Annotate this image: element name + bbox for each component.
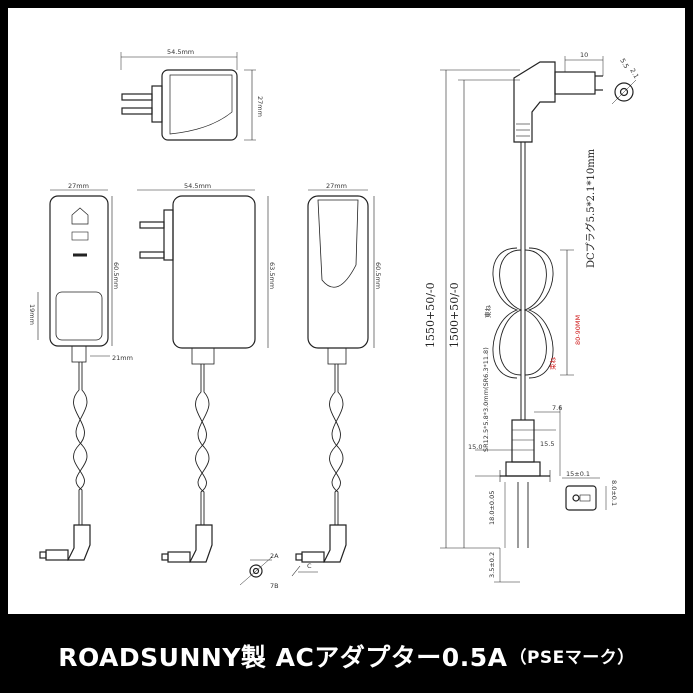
technical-drawing: 54.5mm 27mm 27mm 60.5mm 19mm 21mm 54.5mm…	[28, 48, 640, 590]
terminal-height-label: 8.0±0.1	[610, 480, 618, 506]
dim-15-0-label: 15.0	[468, 443, 482, 451]
loop-note-2: 東ね	[483, 305, 492, 319]
top-height-label: 27mm	[256, 96, 264, 117]
tip-length-label: 10	[580, 51, 588, 59]
plug-dim-c: C	[307, 562, 312, 570]
plug-spec-label: DCプラグ5.5*2.1*10mm	[584, 148, 597, 268]
back-height-label: 60.5mm	[374, 262, 382, 289]
button-height-label: 19mm	[28, 304, 36, 325]
drawing-panel	[8, 8, 685, 614]
cable-spec-label: SR12.5*5.8*3.0mm(SR6.3*11.8)	[482, 347, 490, 452]
plug-detail	[239, 556, 318, 586]
plug-dim-a: 2A	[270, 552, 279, 560]
tip-inner-dia-label: 2.1	[628, 67, 640, 80]
side-width-label: 27mm	[68, 182, 89, 190]
back-width-label: 27mm	[326, 182, 347, 190]
plug-dim-b: 7B	[270, 582, 279, 590]
back-view	[295, 189, 375, 563]
dim-7-6-label: 7.6	[552, 404, 562, 412]
cable-length-label: 1500+50/-0	[448, 282, 461, 348]
side-height-label: 60.5mm	[112, 262, 120, 289]
product-caption: ROADSUNNY製 ACアダプター0.5A （PSEマーク）	[0, 618, 693, 693]
terminal-width-label: 15±0.1	[566, 470, 590, 478]
cable-offset-label: 21mm	[112, 354, 133, 362]
dim-15-5-label: 15.5	[540, 440, 554, 448]
caption-sub: （PSEマーク）	[509, 648, 635, 668]
caption-main: ROADSUNNY製 ACアダプター0.5A	[58, 642, 508, 672]
top-width-label: 54.5mm	[167, 48, 194, 56]
side-view	[37, 189, 113, 561]
cable-view	[440, 56, 637, 583]
top-view	[120, 52, 256, 141]
front-height-label: 63.5mm	[268, 262, 276, 289]
wire-end-label: 3.5±0.2	[488, 552, 496, 578]
loop-length-label: 80-90MM	[574, 315, 582, 345]
wire-length-label: 18.0±0.05	[488, 491, 496, 525]
tip-outer-dia-label: 5.5	[618, 57, 630, 70]
total-length-label: 1550+50/-0	[424, 282, 437, 348]
front-view	[137, 189, 269, 563]
front-width-label: 54.5mm	[184, 182, 211, 190]
loop-note-1: 束ね	[549, 357, 557, 371]
